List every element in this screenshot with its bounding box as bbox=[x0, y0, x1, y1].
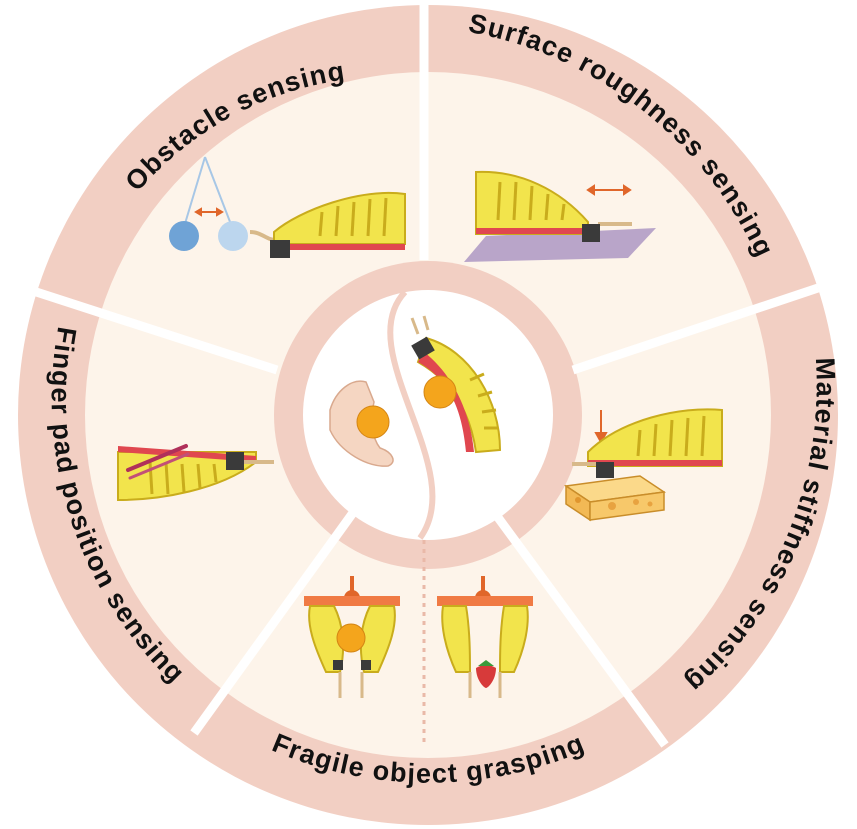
strawberry-icon bbox=[476, 665, 496, 688]
orange-icon bbox=[356, 405, 390, 439]
brush-icon bbox=[411, 336, 435, 360]
center-illustration bbox=[329, 315, 502, 467]
down-arrow-icon bbox=[594, 410, 608, 445]
surface-illustration bbox=[464, 170, 656, 262]
orange-icon bbox=[336, 623, 366, 653]
brush-icon bbox=[596, 462, 614, 478]
brush-icon bbox=[226, 452, 244, 470]
obstacle-illustration bbox=[169, 156, 406, 258]
finger-icon bbox=[249, 192, 406, 258]
gripper-left bbox=[304, 576, 400, 698]
brush-icon bbox=[270, 240, 290, 258]
probe-icon bbox=[126, 444, 188, 472]
double-arrow-icon bbox=[586, 184, 632, 196]
finger-icon bbox=[475, 170, 632, 242]
center-disc bbox=[303, 290, 553, 540]
fabric-surface bbox=[464, 228, 656, 262]
pendulum-ball-icon bbox=[218, 221, 248, 251]
double-arrow-icon bbox=[194, 207, 224, 217]
cheese-icon bbox=[563, 475, 667, 522]
finger-icon bbox=[410, 315, 502, 454]
stiffness-illustration bbox=[563, 408, 723, 522]
pendulum-ball-icon bbox=[169, 221, 199, 251]
fingerpad-illustration bbox=[117, 444, 274, 502]
brush-icon bbox=[582, 224, 600, 242]
gripper-right bbox=[437, 576, 533, 698]
segment-dividers bbox=[22, 3, 820, 748]
center-s-curve bbox=[387, 289, 436, 540]
grasping-illustration bbox=[304, 576, 533, 698]
finger-icon bbox=[572, 408, 723, 478]
orange-icon bbox=[423, 375, 457, 409]
